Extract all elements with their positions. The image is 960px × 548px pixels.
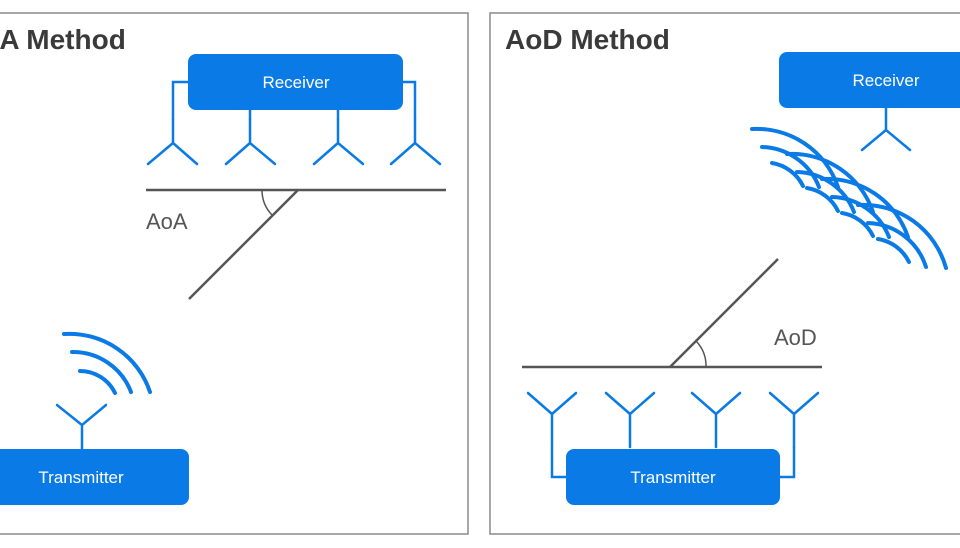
aoa-receiver-label: Receiver <box>262 73 329 92</box>
aoa-receiver-wire-right <box>403 80 417 120</box>
antenna-icon <box>146 118 199 166</box>
aod-transmitter-wire-left <box>550 447 566 479</box>
aod-receiver-label: Receiver <box>852 71 919 90</box>
antenna-icon <box>604 391 656 449</box>
signal-wave-icon <box>62 331 152 395</box>
signal-wave-icon <box>785 151 875 214</box>
signal-wave-icon <box>856 202 948 270</box>
aoa-transmitter-label: Transmitter <box>38 468 124 487</box>
antenna-icon <box>768 391 820 449</box>
aod-panel-title: AoD Method <box>505 24 670 55</box>
aoa-angle-arc <box>261 189 273 216</box>
antenna-icon <box>224 118 277 166</box>
antenna-icon <box>389 118 442 166</box>
aod-transmitter-box <box>566 449 780 505</box>
aod-departing-ray <box>669 258 779 368</box>
aoa-panel-frame <box>0 12 469 535</box>
aod-transmitter-wire-right <box>780 447 796 479</box>
aod-receiver-box <box>779 52 960 108</box>
antenna-icon <box>312 118 365 166</box>
antenna-icon <box>526 391 578 449</box>
antenna-icon <box>55 403 108 451</box>
aod-angle-label: AoD <box>774 325 817 350</box>
signal-wave-icon <box>750 126 840 189</box>
aod-transmitter-label: Transmitter <box>630 468 716 487</box>
aoa-transmitter-box <box>0 449 189 505</box>
aoa-angle-label: AoA <box>146 209 188 234</box>
aoa-panel-title: AoA Method <box>0 24 126 55</box>
signal-wave-icon <box>820 176 910 239</box>
antenna-icon <box>690 391 742 449</box>
aoa-incoming-ray <box>188 189 299 300</box>
aod-panel: AoD Method Receiver <box>489 12 960 535</box>
aod-panel-frame <box>489 12 960 535</box>
aoa-panel: AoA Method Receiver AoA Transmitt <box>0 12 469 535</box>
aoa-receiver-wire-left <box>171 80 188 120</box>
aod-angle-arc <box>695 340 707 368</box>
antenna-icon <box>860 106 912 152</box>
aoa-receiver-box <box>188 54 403 110</box>
